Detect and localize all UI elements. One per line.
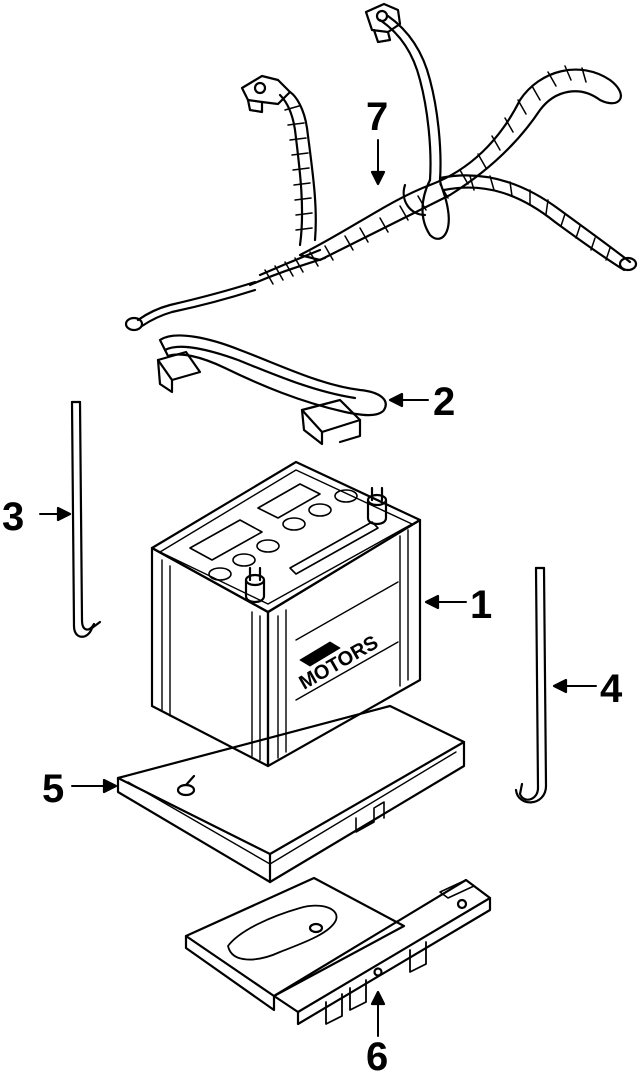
- battery: [150, 460, 467, 768]
- callout-3: 3: [2, 495, 24, 539]
- hold-down-clamp: [156, 334, 429, 446]
- battery-cable-harness: [124, 2, 638, 332]
- callout-5: 5: [42, 767, 64, 811]
- callout-4: 4: [600, 667, 623, 711]
- callout-2: 2: [433, 380, 455, 424]
- battery-support-bracket: [184, 876, 492, 1037]
- hold-down-rod-right: [514, 566, 597, 804]
- callout-7: 7: [366, 95, 388, 139]
- hold-down-rod-left: [39, 400, 102, 638]
- battery-tray: [71, 704, 466, 884]
- callout-1: 1: [470, 583, 492, 627]
- callout-6: 6: [366, 1035, 388, 1076]
